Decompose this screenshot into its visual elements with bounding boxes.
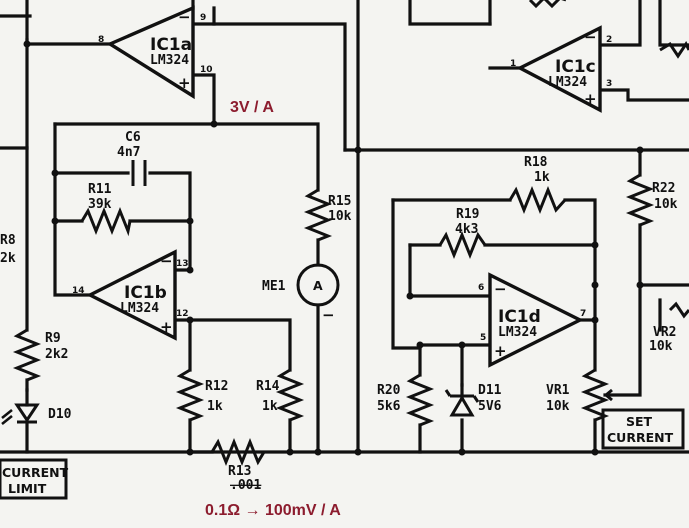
svg-text:10k: 10k [328, 209, 352, 224]
svg-text:LIMIT: LIMIT [8, 481, 47, 496]
svg-text:R8: R8 [0, 233, 16, 248]
resistor-r15: R15 10k [303, 188, 352, 242]
svg-text:4k3: 4k3 [455, 222, 478, 237]
resistor-r11: R11 39k [80, 182, 132, 237]
svg-text:R18: R18 [524, 155, 548, 170]
resistor-r20: R20 5k6 [377, 373, 435, 427]
svg-text:LM324: LM324 [120, 301, 159, 316]
svg-text:−: − [160, 252, 173, 270]
svg-text:+: + [494, 342, 507, 360]
resistor-r19: R19 4k3 [438, 207, 487, 260]
svg-text:CURRENT: CURRENT [2, 465, 69, 480]
ic1b-opamp: − + IC1b LM324 14 13 12 [72, 249, 189, 341]
ic1a-opamp: − + IC1a LM324 8 9 10 [98, 5, 213, 100]
svg-text:R13: R13 [228, 464, 251, 479]
svg-text:LM324: LM324 [498, 325, 537, 340]
resistor-r12: R12 1k [175, 368, 228, 422]
zener-d11: D11 5V6 [444, 383, 502, 417]
capacitor-c6: C6 4n7 [117, 130, 147, 186]
svg-text:2: 2 [606, 35, 612, 45]
led-d10: D10 [1, 403, 72, 426]
svg-text:IC1a: IC1a [150, 35, 192, 55]
svg-text:R20: R20 [377, 383, 401, 398]
svg-text:+: + [160, 318, 173, 336]
meter-me1: A ME1 − [262, 263, 340, 324]
svg-text:IC1b: IC1b [124, 283, 167, 303]
svg-text:12: 12 [176, 309, 189, 319]
svg-text:6: 6 [478, 283, 484, 293]
resistor-r9: R9 2k2 [12, 328, 68, 392]
svg-text:+: + [178, 74, 191, 92]
svg-text:−: − [584, 28, 597, 46]
svg-text:.001: .001 [230, 478, 261, 493]
svg-text:CURRENT: CURRENT [607, 430, 674, 445]
resistor-r13: R13 .001 [210, 437, 266, 493]
wiring [0, 0, 689, 454]
svg-text:1k: 1k [207, 399, 223, 414]
svg-text:9: 9 [200, 13, 206, 23]
current-limit-box: CURRENT LIMIT [0, 458, 69, 500]
svg-text:2k: 2k [0, 251, 16, 266]
svg-text:39k: 39k [88, 197, 112, 212]
svg-text:−: − [178, 8, 191, 26]
svg-text:C6: C6 [125, 130, 141, 145]
potentiometer-vr1: VR1 10k [546, 368, 618, 422]
svg-text:−: − [322, 306, 335, 324]
svg-text:SET: SET [626, 414, 653, 429]
svg-text:LM324: LM324 [150, 53, 189, 68]
svg-text:10: 10 [200, 65, 213, 75]
top-right-resistors [528, 0, 689, 59]
svg-text:10k: 10k [654, 197, 678, 212]
svg-text:5k6: 5k6 [377, 399, 401, 414]
annotation-3v-per-a: 3V / A [230, 99, 274, 116]
svg-text:13: 13 [176, 259, 189, 269]
resistor-r14: R14 1k [256, 368, 305, 422]
ic1c-opamp: − + IC1c LM324 1 2 3 [510, 25, 612, 113]
svg-text:3: 3 [606, 79, 612, 89]
svg-text:R14: R14 [256, 379, 280, 394]
svg-text:R15: R15 [328, 194, 351, 209]
svg-text:7: 7 [580, 309, 586, 319]
svg-text:IC1c: IC1c [555, 57, 596, 77]
svg-text:R11: R11 [88, 182, 112, 197]
svg-text:ME1: ME1 [262, 279, 286, 294]
svg-text:+: + [584, 90, 597, 108]
svg-text:R22: R22 [652, 181, 675, 196]
svg-text:LM324: LM324 [548, 75, 587, 90]
svg-text:VR2: VR2 [653, 325, 676, 340]
svg-text:A: A [313, 278, 323, 293]
svg-text:1: 1 [510, 59, 516, 69]
ic1d-opamp: − + IC1d LM324 6 5 7 [478, 272, 586, 368]
svg-text:R12: R12 [205, 379, 228, 394]
svg-text:R9: R9 [45, 331, 61, 346]
svg-text:5V6: 5V6 [478, 399, 502, 414]
svg-text:5: 5 [480, 333, 486, 343]
junction-dots [23, 40, 644, 456]
set-current-box: SET CURRENT [601, 408, 685, 450]
annotation-shunt-scale: 0.1Ω → 100mV / A [205, 502, 341, 519]
svg-text:VR1: VR1 [546, 383, 570, 398]
svg-text:−: − [494, 280, 507, 298]
svg-text:IC1d: IC1d [498, 307, 541, 327]
svg-text:10k: 10k [649, 339, 673, 354]
svg-text:14: 14 [72, 286, 85, 296]
resistor-r18: R18 1k [508, 155, 567, 215]
potentiometer-vr2-partial: VR2 10k [649, 301, 689, 354]
svg-text:2k2: 2k2 [45, 347, 68, 362]
svg-text:D10: D10 [48, 407, 72, 422]
svg-text:1k: 1k [262, 399, 278, 414]
svg-text:8: 8 [98, 35, 104, 45]
svg-text:D11: D11 [478, 383, 502, 398]
resistor-r8-partial: R8 2k [0, 233, 16, 266]
svg-text:10k: 10k [546, 399, 570, 414]
svg-text:4n7: 4n7 [117, 145, 140, 160]
svg-text:R19: R19 [456, 207, 479, 222]
resistor-r22: R22 10k [625, 173, 678, 227]
svg-text:1k: 1k [534, 170, 550, 185]
